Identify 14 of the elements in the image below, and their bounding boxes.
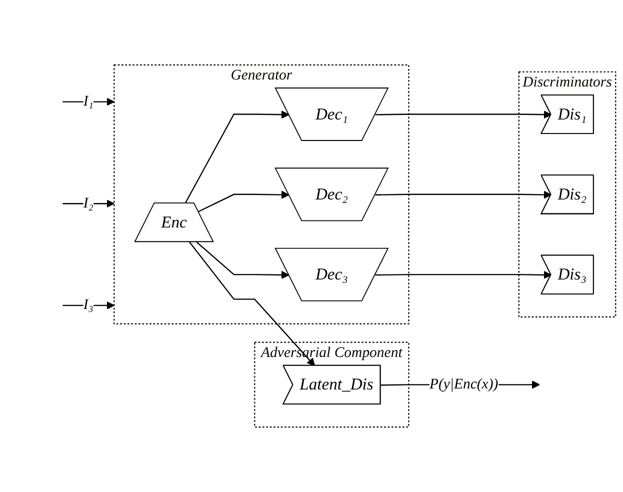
arrow — [375, 190, 552, 199]
edge-label: I₃ — [83, 297, 94, 313]
edge-label: I₂ — [83, 195, 94, 211]
edge-label: P(y|Enc(x)) — [429, 376, 498, 392]
arrow — [62, 301, 115, 310]
arrow — [62, 200, 115, 208]
arrow — [375, 270, 552, 279]
arrow — [184, 110, 290, 204]
arrow — [198, 190, 290, 212]
arrow — [375, 110, 552, 119]
edge-label: I₁ — [83, 94, 94, 110]
arrow — [189, 242, 316, 366]
arrow — [196, 242, 290, 279]
arrow — [62, 98, 115, 106]
